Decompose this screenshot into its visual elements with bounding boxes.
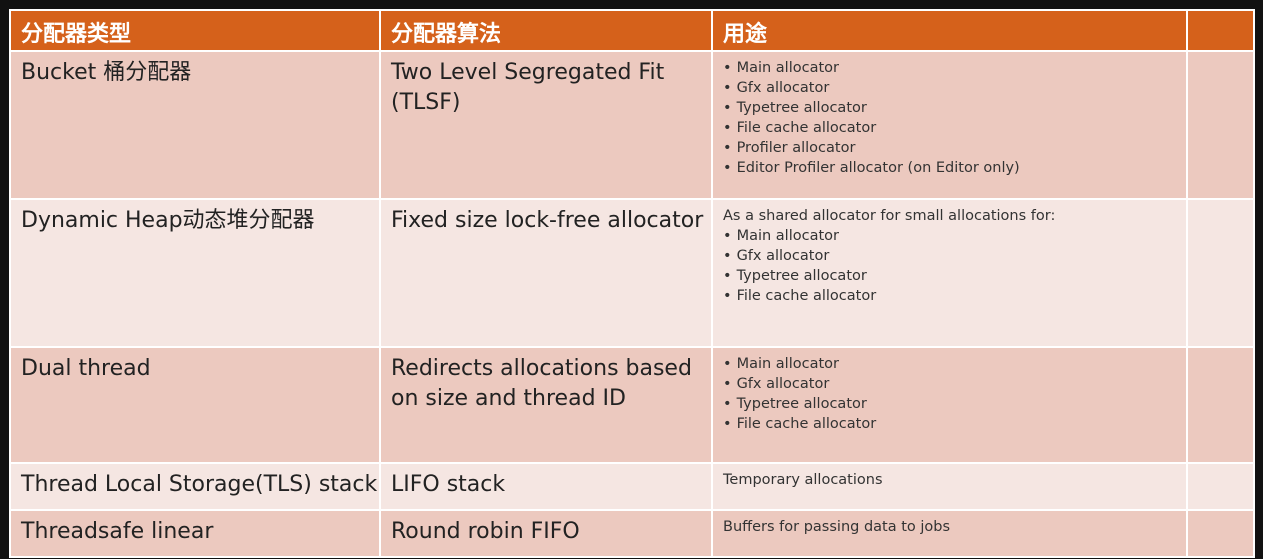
cell-type: Dynamic Heap动态堆分配器 (9, 198, 381, 348)
usage-intro: Buffers for passing data to jobs (723, 519, 951, 535)
cell-usage: As a shared allocator for small allocati… (711, 198, 1188, 348)
list-item: Editor Profiler allocator (on Editor onl… (723, 158, 1185, 178)
list-item: Main allocator (723, 226, 1185, 246)
table-row: Threadsafe linear Round robin FIFO Buffe… (9, 509, 1255, 558)
list-item: Gfx allocator (723, 374, 1185, 394)
cell-usage: Buffers for passing data to jobs (711, 509, 1188, 558)
usage-intro: Temporary allocations (723, 472, 883, 488)
cell-algorithm: Round robin FIFO (379, 509, 713, 558)
cell-empty (1186, 462, 1255, 511)
table-row: Dynamic Heap动态堆分配器 Fixed size lock-free … (9, 198, 1255, 348)
list-item: File cache allocator (723, 414, 1185, 434)
list-item: Typetree allocator (723, 266, 1185, 286)
table-row: Thread Local Storage(TLS) stack LIFO sta… (9, 462, 1255, 511)
list-item: Typetree allocator (723, 394, 1185, 414)
cell-algorithm: Fixed size lock-free allocator (379, 198, 713, 348)
cell-empty (1186, 346, 1255, 464)
list-item: Typetree allocator (723, 98, 1185, 118)
header-empty (1186, 9, 1255, 52)
usage-list: Main allocator Gfx allocator Typetree al… (723, 354, 1185, 434)
list-item: Profiler allocator (723, 138, 1185, 158)
cell-type: Threadsafe linear (9, 509, 381, 558)
table-row: Dual thread Redirects allocations based … (9, 346, 1255, 464)
cell-usage: Main allocator Gfx allocator Typetree al… (711, 50, 1188, 200)
header-allocator-algorithm: 分配器算法 (379, 9, 713, 52)
usage-intro: As a shared allocator for small allocati… (723, 208, 1056, 224)
cell-type: Bucket 桶分配器 (9, 50, 381, 200)
list-item: File cache allocator (723, 118, 1185, 138)
table-header-row: 分配器类型 分配器算法 用途 (9, 9, 1255, 52)
header-usage: 用途 (711, 9, 1188, 52)
table-row: Bucket 桶分配器 Two Level Segregated Fit (TL… (9, 50, 1255, 200)
cell-algorithm: Two Level Segregated Fit (TLSF) (379, 50, 713, 200)
cell-algorithm: LIFO stack (379, 462, 713, 511)
header-allocator-type: 分配器类型 (9, 9, 381, 52)
usage-list: Main allocator Gfx allocator Typetree al… (723, 226, 1185, 306)
list-item: Gfx allocator (723, 246, 1185, 266)
list-item: Main allocator (723, 58, 1185, 78)
cell-empty (1186, 50, 1255, 200)
cell-usage: Temporary allocations (711, 462, 1188, 511)
list-item: File cache allocator (723, 286, 1185, 306)
cell-empty (1186, 198, 1255, 348)
allocator-table: 分配器类型 分配器算法 用途 Bucket 桶分配器 Two Level Seg… (9, 9, 1255, 558)
cell-type: Thread Local Storage(TLS) stack (9, 462, 381, 511)
cell-type: Dual thread (9, 346, 381, 464)
list-item: Main allocator (723, 354, 1185, 374)
cell-empty (1186, 509, 1255, 558)
cell-usage: Main allocator Gfx allocator Typetree al… (711, 346, 1188, 464)
allocator-table-container: 分配器类型 分配器算法 用途 Bucket 桶分配器 Two Level Seg… (9, 9, 1255, 558)
usage-list: Main allocator Gfx allocator Typetree al… (723, 58, 1185, 178)
cell-algorithm: Redirects allocations based on size and … (379, 346, 713, 464)
list-item: Gfx allocator (723, 78, 1185, 98)
